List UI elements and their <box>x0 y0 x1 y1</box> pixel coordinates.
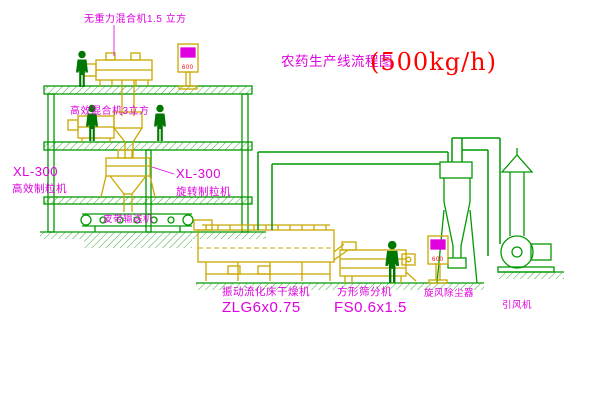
ground-hatch <box>40 231 564 290</box>
square-sieve <box>339 241 417 283</box>
granulator-left-model: XL-300 <box>13 164 58 179</box>
cyclone-separator <box>436 161 478 284</box>
dryer-label: 振动流化床干燥机 <box>222 285 310 298</box>
fan-label: 引风机 <box>502 299 532 311</box>
granulator <box>100 149 156 212</box>
panel-2-display: 600 <box>432 257 444 263</box>
worker-figure-3 <box>154 104 166 141</box>
granulator-center-model: XL-300 <box>176 166 221 181</box>
control-panel-1 <box>177 43 199 90</box>
granulator-left-label: 高效制粒机 <box>12 182 67 195</box>
exhaust-duct <box>257 137 501 256</box>
panel-1-display: 600 <box>182 65 194 71</box>
cone-hopper <box>113 111 143 143</box>
page-title: 农药生产线流程图 <box>281 54 393 69</box>
fluid-bed-dryer <box>193 219 349 281</box>
cyclone-label: 旋风除尘器 <box>424 287 474 299</box>
control-panel-2 <box>427 235 449 284</box>
gravity-mixer-label: 无重力混合机1.5 立方 <box>84 12 187 25</box>
induced-draft-fan <box>497 235 555 273</box>
belt-conveyor-label: 皮带输送机 <box>103 213 153 225</box>
leader-lines <box>113 25 175 175</box>
exhaust-stack <box>500 148 534 236</box>
high-efficiency-mixer-label: 高效混合机3立方 <box>70 104 150 117</box>
granulator-center-label: 旋转制粒机 <box>176 185 231 198</box>
dryer-model: ZLG6x0.75 <box>222 299 301 316</box>
sieve-label: 方形筛分机 <box>337 285 392 298</box>
labels: 农药生产线流程图 (500kg/h) 无重力混合机1.5 立方 高效混合机3立方… <box>12 12 532 316</box>
title-capacity: (500kg/h) <box>370 48 497 76</box>
sieve-model: FS0.6x1.5 <box>334 299 407 316</box>
worker-figure-1 <box>76 50 88 87</box>
gravity-mixer <box>83 52 153 86</box>
belt-conveyor <box>80 213 194 232</box>
